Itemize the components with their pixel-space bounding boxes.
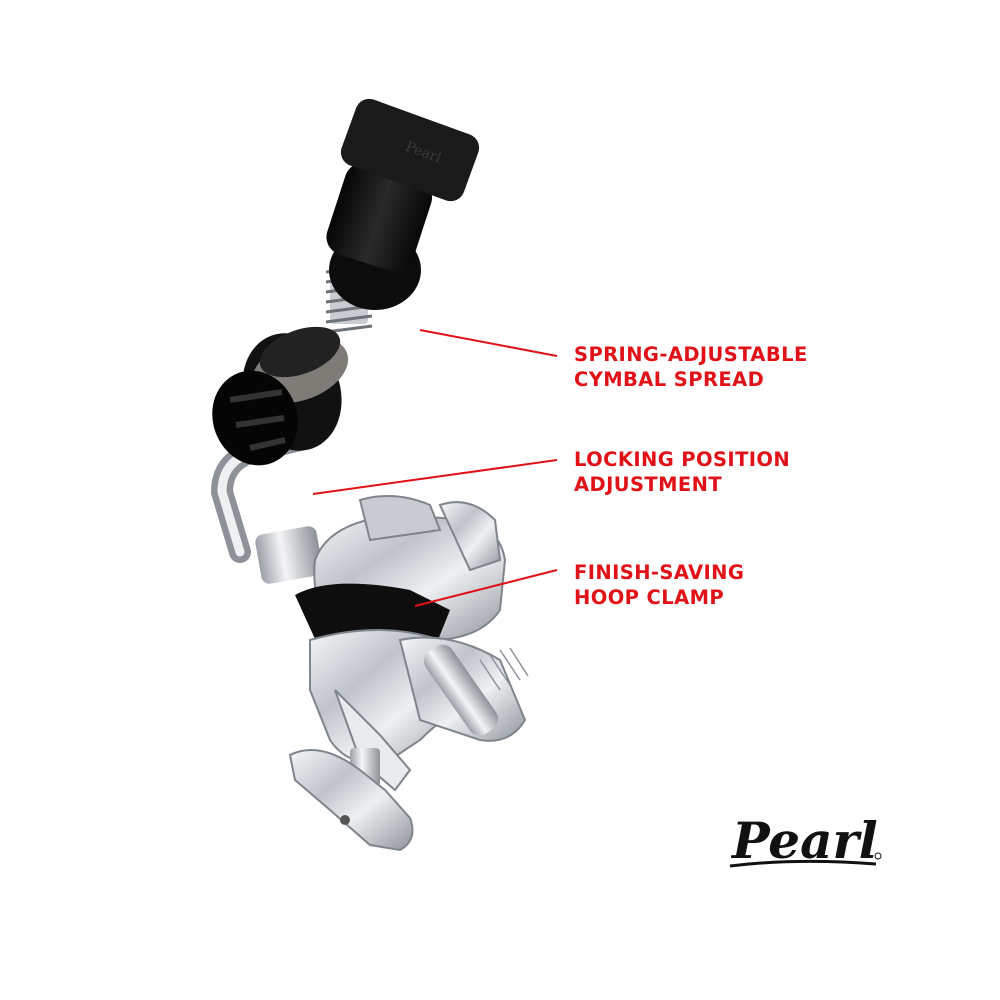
wing-bolt [288, 748, 414, 852]
top-cymbal-felt: Pearl [326, 98, 480, 310]
callout-clamp-line2: HOOP CLAMP [574, 586, 725, 609]
rod-collar [255, 526, 323, 584]
callout-lines [312, 329, 558, 607]
pearl-logo: Pearl [729, 811, 882, 870]
callout-hoop-clamp: FINISH-SAVING HOOP CLAMP [574, 560, 744, 610]
callout-clamp-line1: FINISH-SAVING [574, 561, 745, 584]
leader-line-locking [312, 459, 558, 495]
leader-line-clamp [414, 569, 558, 607]
callout-locking-position: LOCKING POSITION ADJUSTMENT [574, 447, 790, 497]
callout-spring-line1: SPRING-ADJUSTABLE [574, 343, 808, 366]
callout-spring-line2: CYMBAL SPREAD [574, 368, 765, 391]
leader-line-spring [419, 329, 558, 357]
knurled-lever [423, 644, 529, 736]
callout-spring-adjustable: SPRING-ADJUSTABLE CYMBAL SPREAD [574, 342, 808, 392]
hoop-clamp [295, 495, 527, 792]
callout-locking-line1: LOCKING POSITION [574, 448, 791, 471]
callout-locking-line2: ADJUSTMENT [574, 473, 723, 496]
bottom-cymbal-felt [212, 326, 349, 466]
